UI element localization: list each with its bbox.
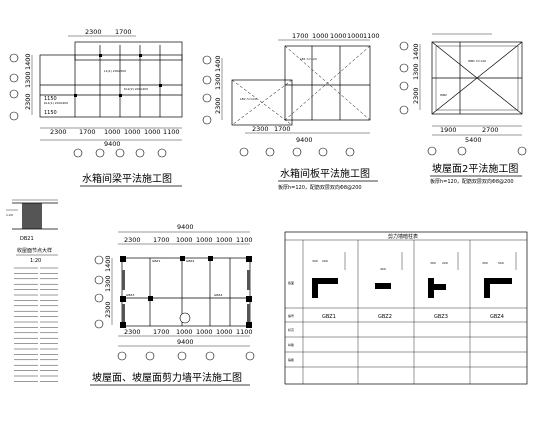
col4-code: GBZ4 — [490, 314, 504, 320]
svg-text:KL1(1) 200x400: KL1(1) 200x400 — [44, 101, 68, 105]
wall-dim-top-5: 1000 — [216, 236, 233, 244]
row-label-stirrup: 箍筋 — [288, 357, 294, 362]
beam-dim-bottom-3: 1000 — [104, 128, 121, 136]
slab-dim-bottom-2: 1700 — [274, 125, 291, 133]
wall-dim-top-3: 1000 — [176, 236, 193, 244]
wall-dim-left-1: 1400 — [104, 255, 112, 272]
beam-dim-bottom-6: 1100 — [163, 128, 180, 136]
beam-dim-bottom-5: 1000 — [144, 128, 161, 136]
wall-tag-3: GBZ3 — [126, 293, 134, 297]
table-title: 剪力墙暗柱表 — [388, 233, 418, 240]
wall-dim-bottom-5: 1000 — [216, 328, 233, 336]
detail-panel: 1:20 DB21 收屋面节点大样 1:20 — [6, 199, 58, 382]
row-label-rebar: 纵筋 — [288, 342, 294, 347]
col1-code: GBZ1 — [322, 314, 336, 320]
wall-dim-bottom-6: 1100 — [236, 328, 253, 336]
wall-dim-top-4: 1000 — [196, 236, 213, 244]
col2-dim-a: 400 — [380, 267, 386, 271]
svg-text:LB2 h=120: LB2 h=120 — [240, 97, 257, 101]
wall-total-bottom: 9400 — [177, 338, 194, 346]
svg-text:WB2: WB2 — [440, 93, 447, 97]
wall-tag-4: GBZ4 — [214, 293, 222, 297]
roof-dim-total: 5400 — [465, 136, 482, 144]
wall-tag-1: GBZ1 — [152, 259, 160, 263]
beam-dim-left-1: 1400 — [24, 53, 32, 70]
slab-dim-top-4: 1000 — [347, 32, 364, 40]
slab-dim-top-5: 1100 — [363, 32, 380, 40]
slab-dim-top-1: 1700 — [292, 32, 309, 40]
svg-text:LB1 h=120: LB1 h=120 — [300, 57, 317, 61]
wall-dim-top-2: 1700 — [153, 236, 170, 244]
slab-dim-top-3: 1000 — [330, 32, 347, 40]
column-table-panel: 剪力墙暗柱表 截面 编号 标高 纵筋 箍筋 300 200 GBZ1 400 G… — [284, 231, 528, 385]
svg-text:1:20: 1:20 — [6, 213, 13, 217]
col3-dim-b: 200 — [442, 261, 448, 265]
wall-dim-top-6: 1100 — [236, 236, 253, 244]
beam-dim-bottom-1: 2300 — [50, 128, 67, 136]
svg-text:L1(1) 200x300: L1(1) 200x300 — [104, 69, 126, 73]
row-label-section: 截面 — [288, 280, 294, 285]
beam-plan-title: 水箱间梁平法施工图 — [82, 172, 172, 185]
wall-dim-bottom-4: 1000 — [196, 328, 213, 336]
detail-scale: 1:20 — [30, 258, 41, 264]
wall-dim-bottom-3: 1000 — [176, 328, 193, 336]
wall-total-top: 9400 — [177, 223, 194, 231]
roof-dim-left-1: 1400 — [412, 43, 420, 60]
slab-dim-left-2: 1300 — [214, 73, 222, 90]
col1-dim-a: 300 — [312, 259, 318, 263]
beam-label-1150-b: 1150 — [44, 110, 57, 116]
beam-dim-bottom-2: 1700 — [79, 128, 96, 136]
col3-dim-a: 300 — [430, 261, 436, 265]
detail-code: DB21 — [20, 236, 34, 242]
wall-dim-left-3: 2300 — [104, 301, 112, 318]
row-label-level: 标高 — [288, 327, 294, 332]
roof-dim-bottom-2: 2700 — [482, 126, 499, 134]
slab-dim-left-1: 1400 — [214, 55, 222, 72]
slab-dim-bottom-1: 2300 — [252, 125, 269, 133]
row-label-code: 编号 — [288, 313, 294, 318]
slab-plan-note: 板厚h=120，配筋双层双向Φ8@200 — [278, 184, 362, 191]
beam-dim-top-2: 1700 — [115, 28, 132, 36]
slab-dim-left-3: 2300 — [214, 97, 222, 114]
wall-plan-title: 坡屋面、坡屋面剪力墙平法施工图 — [92, 371, 242, 384]
detail-title: 收屋面节点大样 — [17, 247, 52, 254]
level-schedule — [14, 267, 58, 382]
col3-code: GBZ3 — [434, 314, 448, 320]
col4-dim-a: 300 — [482, 261, 488, 265]
svg-text:KL2(2) 200x400: KL2(2) 200x400 — [124, 87, 148, 91]
beam-plan-panel: 2300 1700 1400 1300 2300 KL1(1) 200x400 … — [9, 28, 183, 187]
wall-dim-bottom-1: 2300 — [124, 328, 141, 336]
beam-dim-total: 9400 — [104, 140, 121, 148]
wall-dim-top-1: 2300 — [124, 236, 141, 244]
wall-dim-left-2: 1300 — [104, 275, 112, 292]
wall-dim-bottom-2: 1700 — [153, 328, 170, 336]
roof-dim-left-2: 1300 — [412, 63, 420, 80]
slab-dim-total: 9400 — [296, 136, 313, 144]
beam-dim-left-3: 2300 — [24, 93, 32, 110]
slab-dim-top-2: 1000 — [312, 32, 329, 40]
beam-dim-left-2: 1300 — [24, 71, 32, 88]
beam-dim-bottom-4: 1000 — [124, 128, 141, 136]
wall-plan-panel: 9400 2300 1700 1000 1000 1000 1100 1400 … — [90, 223, 255, 386]
col1-dim-b: 200 — [322, 259, 328, 263]
beam-dim-top-1: 2300 — [85, 28, 102, 36]
roof-dim-bottom-1: 1900 — [440, 126, 457, 134]
roof-plan-title: 坡屋面2平法施工图 — [432, 162, 518, 175]
roof-plan-note: 板厚h=120，配筋双层双向Φ8@200 — [430, 178, 514, 185]
roof-plan-panel: 1400 1300 2300 WB1 h=120 WB2 1900 2700 5… — [399, 33, 527, 185]
wall-tag-2: GBZ2 — [186, 259, 194, 263]
svg-text:WB1 h=120: WB1 h=120 — [468, 59, 486, 63]
col2-code: GBZ2 — [378, 314, 392, 320]
beam-label-1150-a: 1150 — [44, 96, 57, 102]
roof-dim-left-3: 2300 — [412, 87, 420, 104]
col4-dim-b: 500 — [498, 261, 504, 265]
slab-plan-title: 水箱间板平法施工图 — [280, 167, 370, 180]
slab-plan-panel: 1700 1000 1000 1000 1100 1400 1300 2300 … — [202, 32, 380, 191]
